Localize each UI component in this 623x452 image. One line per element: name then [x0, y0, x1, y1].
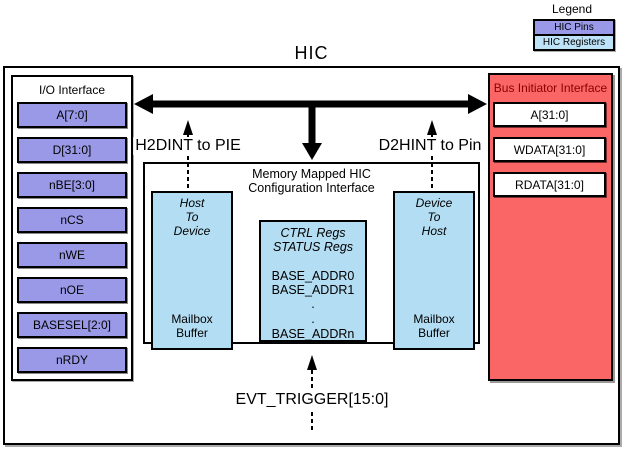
io-interface-box: I/O Interface A[7:0] D[31:0] nBE[3:0] nC… [11, 75, 133, 381]
ellipsis-dot: . [311, 297, 315, 311]
role-line: To [185, 210, 199, 224]
legend: HIC Pins HIC Registers [533, 19, 615, 51]
base-addr1: BASE_ADDR1 [271, 283, 355, 297]
role-line: Host [421, 224, 447, 238]
pin-noe: nOE [17, 277, 127, 303]
base-addrn: BASE_ADDRn [271, 327, 355, 341]
bus-register-list: A[31:0] WDATA[31:0] RDATA[31:0] [493, 102, 606, 197]
memory-mapped-title-line1: Memory Mapped HIC [252, 167, 371, 181]
pin-ncs: nCS [17, 207, 127, 233]
status-regs-label: STATUS Regs [272, 240, 354, 254]
buffer-line: Mailbox [171, 312, 213, 326]
ellipsis-dot: . [311, 312, 315, 326]
device-to-host-buffer-label: Mailbox Buffer [395, 312, 473, 340]
host-to-device-mailbox: Host To Device Mailbox Buffer [151, 191, 233, 350]
role-line: To [427, 210, 441, 224]
d2hint-label: D2HINT to Pin [376, 137, 484, 155]
buffer-line: Buffer [176, 326, 208, 340]
legend-item-hic-registers: HIC Registers [535, 36, 613, 49]
device-to-host-role: Device To Host [395, 196, 473, 238]
base-addr0: BASE_ADDR0 [271, 269, 355, 283]
host-to-device-role: Host To Device [153, 196, 231, 238]
ctrl-status-registers-box: CTRL Regs STATUS Regs BASE_ADDR0 BASE_AD… [259, 220, 367, 342]
diagram-title: HIC [294, 43, 329, 63]
io-pin-list: A[7:0] D[31:0] nBE[3:0] nCS nWE nOE BASE… [17, 102, 127, 373]
io-interface-title: I/O Interface [38, 83, 106, 97]
ctrl-regs-label: CTRL Regs [280, 226, 346, 240]
bus-initiator-box: Bus Initiator Interface A[31:0] WDATA[31… [488, 73, 613, 381]
role-line: Device [415, 196, 453, 210]
register-wdata: WDATA[31:0] [493, 137, 606, 162]
pin-nbe: nBE[3:0] [17, 172, 127, 198]
memory-mapped-title: Memory Mapped HIC Configuration Interfac… [145, 167, 478, 195]
role-line: Host [179, 196, 205, 210]
legend-title: Legend [551, 2, 593, 16]
register-rdata: RDATA[31:0] [493, 172, 606, 197]
memory-mapped-title-line2: Configuration Interface [248, 181, 375, 195]
role-line: Device [173, 224, 211, 238]
host-to-device-buffer-label: Mailbox Buffer [153, 312, 231, 340]
bus-initiator-title: Bus Initiator Interface [493, 81, 608, 95]
pin-nrdy: nRDY [17, 347, 127, 373]
pin-basesel: BASESEL[2:0] [17, 312, 127, 338]
evt-trigger-label: EVT_TRIGGER[15:0] [233, 391, 391, 409]
pin-a: A[7:0] [17, 102, 127, 128]
base-addr-list: BASE_ADDR0 BASE_ADDR1 . . BASE_ADDRn [261, 269, 365, 341]
pin-nwe: nWE [17, 242, 127, 268]
pin-d: D[31:0] [17, 137, 127, 163]
buffer-line: Buffer [418, 326, 450, 340]
register-a: A[31:0] [493, 102, 606, 127]
legend-item-hic-pins: HIC Pins [535, 21, 613, 36]
memory-mapped-config-box: Memory Mapped HIC Configuration Interfac… [143, 162, 480, 350]
device-to-host-mailbox: Device To Host Mailbox Buffer [393, 191, 475, 350]
h2dint-label: H2DINT to PIE [133, 137, 243, 155]
buffer-line: Mailbox [413, 312, 455, 326]
